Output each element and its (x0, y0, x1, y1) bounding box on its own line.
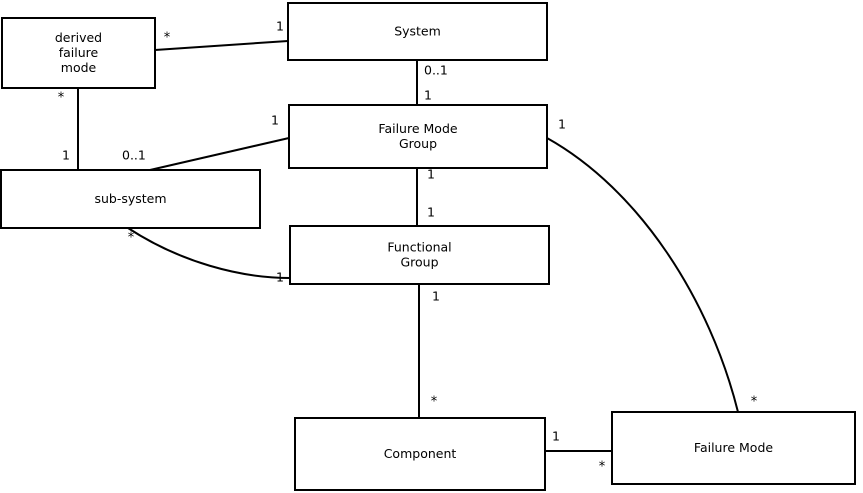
class-box-label-line: Failure Mode (378, 121, 457, 136)
association-failure-mode-group-to-failure-mode[interactable] (546, 137, 739, 413)
class-box-failure-mode[interactable]: Failure Mode (611, 411, 856, 485)
class-box-rect-component[interactable] (294, 417, 546, 491)
edges-layer (77, 40, 739, 452)
multiplicity-label-mult-system-dfm-one: 1 (276, 19, 284, 34)
class-box-label-line: Functional (387, 239, 451, 254)
multiplicity-label-mult-dfm-system-star: * (164, 31, 171, 46)
multiplicity-label-mult-fmg-subsystem-one: 1 (271, 113, 279, 128)
class-box-label-line: System (394, 23, 441, 38)
class-box-label-line: Failure Mode (694, 440, 773, 455)
multiplicity-label-mult-component-fm-one: 1 (552, 429, 560, 444)
association-sub-system-to-functional-group[interactable] (127, 227, 291, 279)
class-box-label-line: sub-system (94, 191, 166, 206)
multiplicity-label-mult-fm-fmg-star: * (751, 395, 758, 410)
class-box-rect-sub-system[interactable] (0, 169, 261, 229)
class-box-label-component: Component (384, 446, 457, 461)
class-box-rect-failure-mode[interactable] (611, 411, 856, 485)
multiplicity-label-mult-fg-component-one: 1 (432, 289, 440, 304)
class-box-label-line: mode (61, 60, 97, 75)
class-box-rect-system[interactable] (287, 2, 548, 61)
class-box-label-system: System (394, 23, 441, 38)
multiplicity-labels-layer: * 1 0..1 1 * 1 0..1 1 1 1 1 * 1 1 * 1 * * (58, 19, 758, 475)
multiplicity-label-mult-component-fg-star: * (431, 395, 438, 410)
association-derived-failure-mode-to-system[interactable] (154, 40, 289, 51)
multiplicity-label-mult-fmg-fg-one: 1 (427, 167, 435, 182)
multiplicity-label-mult-subsystem-fmg-zeroone: 0..1 (122, 148, 146, 163)
multiplicity-label-mult-subsystem-fg-star: * (128, 231, 135, 246)
multiplicity-label-mult-fm-component-star: * (599, 460, 606, 475)
multiplicity-label-mult-fmg-fm-one: 1 (558, 117, 566, 132)
class-box-label-line: Group (399, 136, 437, 151)
association-sub-system-to-failure-mode-group[interactable] (149, 137, 290, 171)
multiplicity-label-mult-fg-subsystem-one: 1 (276, 270, 284, 285)
multiplicity-label-mult-dfm-subsystem-star: * (58, 91, 65, 106)
class-box-label-line: Group (400, 254, 438, 269)
class-box-component[interactable]: Component (294, 417, 546, 491)
class-box-label-failure-mode: Failure Mode (694, 440, 773, 455)
multiplicity-label-mult-fmg-system-one: 1 (424, 88, 432, 103)
class-box-label-sub-system: sub-system (94, 191, 166, 206)
class-box-system[interactable]: System (287, 2, 548, 61)
multiplicity-label-mult-subsystem-dfm-one: 1 (62, 148, 70, 163)
multiplicity-label-mult-system-fmg-zeroone: 0..1 (424, 63, 448, 78)
class-box-rect-derived-failure-mode[interactable] (1, 17, 156, 89)
class-box-rect-failure-mode-group[interactable] (288, 104, 548, 169)
class-box-label-line: derived (55, 30, 102, 45)
class-box-rect-functional-group[interactable] (289, 225, 550, 285)
class-box-label-line: failure (59, 45, 99, 60)
class-box-label-line: Component (384, 446, 457, 461)
multiplicity-label-mult-fg-fmg-one: 1 (427, 205, 435, 220)
class-box-sub-system[interactable]: sub-system (0, 169, 261, 229)
